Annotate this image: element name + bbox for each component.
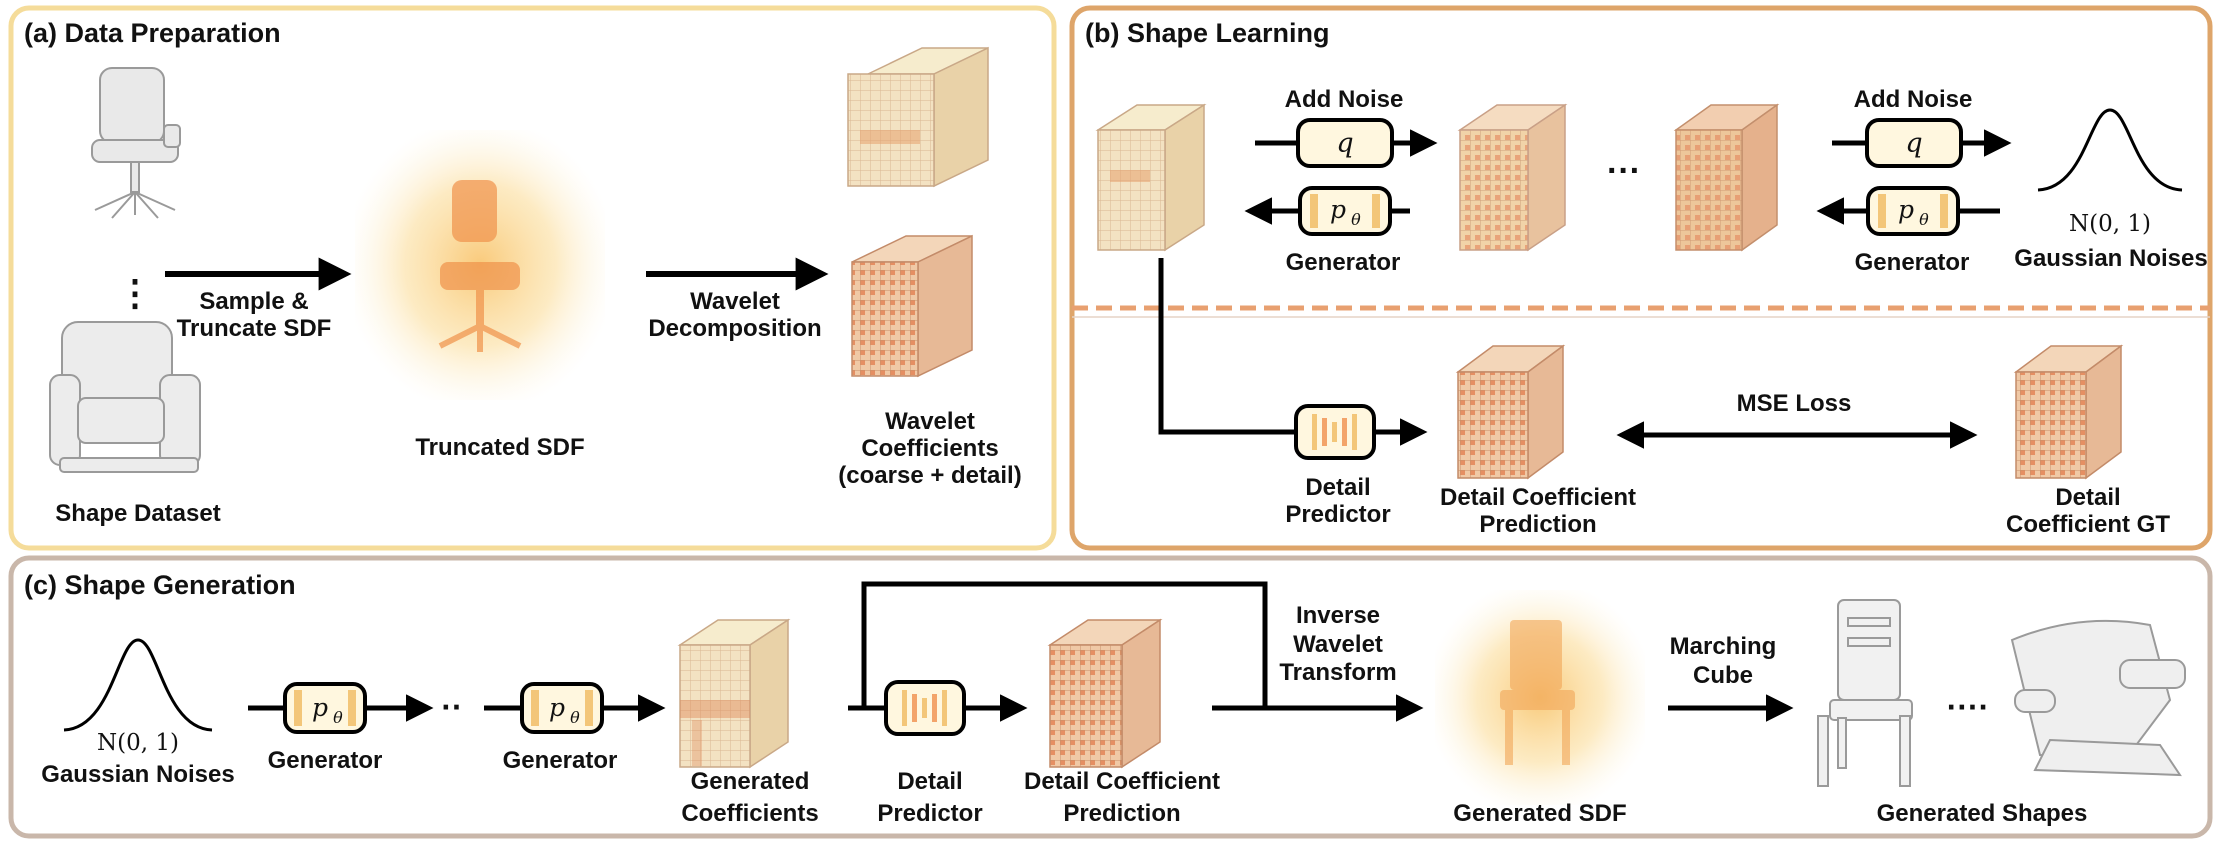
iwt-label-1: Inverse bbox=[1296, 602, 1380, 629]
p-symbol-right: p bbox=[1898, 195, 1914, 224]
generated-coefficient-cube bbox=[677, 618, 791, 769]
panel-shape-learning: (b) Shape Learning Add Noise q p θ Gener… bbox=[1069, 5, 2213, 551]
coefficients-label-3: (coarse + detail) bbox=[838, 462, 1021, 489]
detail-predictor-label-b-2: Predictor bbox=[1285, 501, 1390, 528]
generator-block-right: p θ bbox=[1866, 186, 1960, 236]
p-symbol-c-1: p bbox=[312, 693, 328, 722]
gaussian-noises-label-b: Gaussian Noises bbox=[2014, 245, 2207, 272]
detail-predictor-block-c bbox=[884, 680, 966, 736]
sample-label-2: Truncate SDF bbox=[177, 315, 332, 342]
generated-sdf-volume bbox=[1435, 590, 1645, 805]
noisy-cube-1 bbox=[1457, 103, 1568, 252]
armchair-shape bbox=[49, 321, 201, 473]
p-symbol-left: p bbox=[1330, 195, 1346, 224]
iwt-label-2: Wavelet bbox=[1293, 631, 1383, 658]
theta-c-1: θ bbox=[333, 708, 343, 727]
detail-prediction-label-b-1: Detail Coefficient bbox=[1440, 484, 1636, 511]
detail-gt-label-2: Coefficient GT bbox=[2006, 511, 2170, 538]
detail-predictor-label-c-1: Detail bbox=[897, 768, 962, 795]
generator-label-c-2: Generator bbox=[503, 747, 618, 774]
detail-prediction-label-b-2: Prediction bbox=[1479, 511, 1596, 538]
panel-data-preparation: (a) Data Preparation ⋮ Shape Dataset Sam… bbox=[8, 5, 1057, 551]
theta-right: θ bbox=[1919, 210, 1929, 229]
add-noise-left-label: Add Noise bbox=[1285, 86, 1404, 113]
mse-loss-label: MSE Loss bbox=[1737, 390, 1852, 417]
detail-predictor-label-c-2: Predictor bbox=[877, 800, 982, 827]
shapes-ellipsis: ···· bbox=[1947, 689, 1990, 725]
theta-left: θ bbox=[1351, 210, 1361, 229]
panel-c-frame bbox=[8, 555, 2213, 839]
coefficients-label-2: Coefficients bbox=[861, 435, 998, 462]
panel-shape-generation: (c) Shape Generation N(0, 1) Gaussian No… bbox=[8, 555, 2213, 839]
generated-chair-shape bbox=[1817, 599, 1913, 787]
panel-a-title: (a) Data Preparation bbox=[24, 18, 281, 48]
wavelet-label-2: Decomposition bbox=[648, 315, 821, 342]
generator-block-c-2: p θ bbox=[520, 682, 604, 734]
clean-coefficient-cube bbox=[1095, 103, 1207, 252]
sample-label-1: Sample & bbox=[199, 288, 308, 315]
q-block-left: q bbox=[1296, 118, 1394, 168]
normal-label-c: N(0, 1) bbox=[97, 730, 179, 756]
panel-a-frame bbox=[8, 5, 1057, 551]
truncated-sdf-volume bbox=[355, 130, 605, 400]
detail-predictor-label-b-1: Detail bbox=[1305, 474, 1370, 501]
generated-sdf-label: Generated SDF bbox=[1453, 800, 1626, 827]
coefficients-label-1: Wavelet bbox=[885, 408, 975, 435]
gaussian-curve-c bbox=[63, 638, 213, 732]
wavelet-label-1: Wavelet bbox=[690, 288, 780, 315]
detail-predictor-block-b bbox=[1294, 404, 1376, 460]
generator-label-c-1: Generator bbox=[268, 747, 383, 774]
detail-prediction-cube-b bbox=[1455, 344, 1566, 480]
detail-gt-cube bbox=[2013, 344, 2124, 480]
generator-left-label: Generator bbox=[1286, 249, 1401, 276]
q-block-right: q bbox=[1865, 118, 1963, 168]
noisy-cube-2 bbox=[1673, 103, 1780, 252]
shape-dataset-label: Shape Dataset bbox=[55, 500, 220, 527]
detail-gt-label-1: Detail bbox=[2055, 484, 2120, 511]
detail-prediction-label-c-2: Prediction bbox=[1063, 800, 1180, 827]
gaussian-noises-label-c: Gaussian Noises bbox=[41, 761, 234, 788]
q-symbol-right: q bbox=[1905, 128, 1922, 159]
theta-c-2: θ bbox=[570, 708, 580, 727]
gaussian-curve-b bbox=[2037, 108, 2183, 192]
generator-block-left: p θ bbox=[1298, 186, 1392, 236]
office-chair-shape bbox=[91, 67, 181, 219]
predictor-feed-line bbox=[1158, 258, 1296, 435]
generated-shapes-label: Generated Shapes bbox=[1877, 800, 2088, 827]
marching-cube-label-2: Cube bbox=[1693, 662, 1753, 689]
panel-c-title: (c) Shape Generation bbox=[24, 570, 296, 600]
dataset-ellipsis: ⋮ bbox=[117, 272, 153, 313]
chain-ellipsis: ··· bbox=[1607, 152, 1641, 190]
generated-coefficients-label-2: Coefficients bbox=[681, 800, 818, 827]
iwt-label-3: Transform bbox=[1279, 659, 1396, 686]
panel-b-title: (b) Shape Learning bbox=[1085, 18, 1330, 48]
detail-coefficient-cube bbox=[851, 234, 973, 378]
generation-ellipsis: ·· bbox=[441, 689, 462, 725]
generated-armchair-shape bbox=[2010, 619, 2186, 777]
marching-cube-label-1: Marching bbox=[1670, 633, 1777, 660]
normal-label-b: N(0, 1) bbox=[2069, 211, 2151, 237]
panel-b-frame bbox=[1069, 5, 2213, 551]
generated-coefficients-label-1: Generated bbox=[691, 768, 810, 795]
generator-block-c-1: p θ bbox=[283, 682, 367, 734]
coarse-coefficient-cube bbox=[847, 46, 989, 188]
generator-right-label: Generator bbox=[1855, 249, 1970, 276]
truncated-sdf-label: Truncated SDF bbox=[415, 434, 584, 461]
detail-prediction-label-c-1: Detail Coefficient bbox=[1024, 768, 1220, 795]
q-symbol-left: q bbox=[1336, 128, 1353, 159]
add-noise-right-label: Add Noise bbox=[1854, 86, 1973, 113]
p-symbol-c-2: p bbox=[549, 693, 565, 722]
detail-prediction-cube-c bbox=[1047, 618, 1163, 769]
